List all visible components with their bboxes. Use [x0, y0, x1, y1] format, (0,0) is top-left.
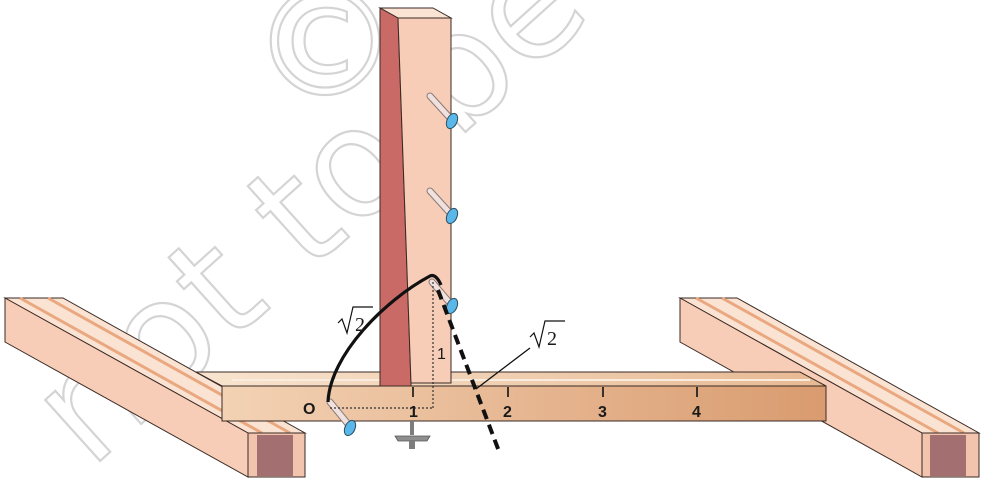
vertical-board: [378, 7, 453, 387]
line-root-value: 2: [547, 328, 557, 350]
peg-icon: [326, 398, 357, 437]
dashed-line: [436, 289, 502, 455]
arc-root-value: 2: [355, 314, 365, 336]
label-pointer: [475, 347, 531, 390]
copyright-symbol: ©: [250, 0, 400, 131]
arc-root-label: 2: [337, 306, 373, 336]
scale-board: [195, 371, 827, 422]
origin-label: O: [303, 401, 315, 418]
tick-label-4: 4: [692, 404, 701, 421]
tick-label-1: 1: [409, 404, 418, 421]
peg-icon: [426, 187, 459, 225]
scale-ticks: [412, 387, 698, 397]
peg-icon: [426, 92, 459, 130]
line-root-label: 2: [529, 320, 565, 350]
clamp-icon: [394, 421, 431, 449]
scale-labels: O 1 2 3 4: [303, 401, 701, 421]
arc-string: [326, 273, 443, 403]
vertical-unit-label: 1: [437, 346, 446, 363]
tick-label-2: 2: [503, 404, 512, 421]
guide-lines: [330, 282, 434, 409]
tick-label-3: 3: [598, 404, 607, 421]
